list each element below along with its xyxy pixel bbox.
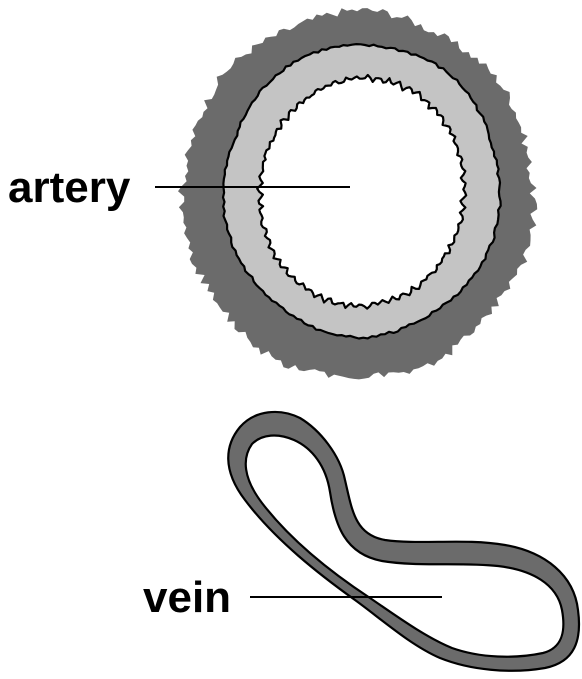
vein-cross-section: [228, 412, 579, 671]
artery-cross-section: [178, 8, 537, 379]
vein-label: vein: [143, 573, 231, 622]
artery-label: artery: [8, 163, 131, 212]
